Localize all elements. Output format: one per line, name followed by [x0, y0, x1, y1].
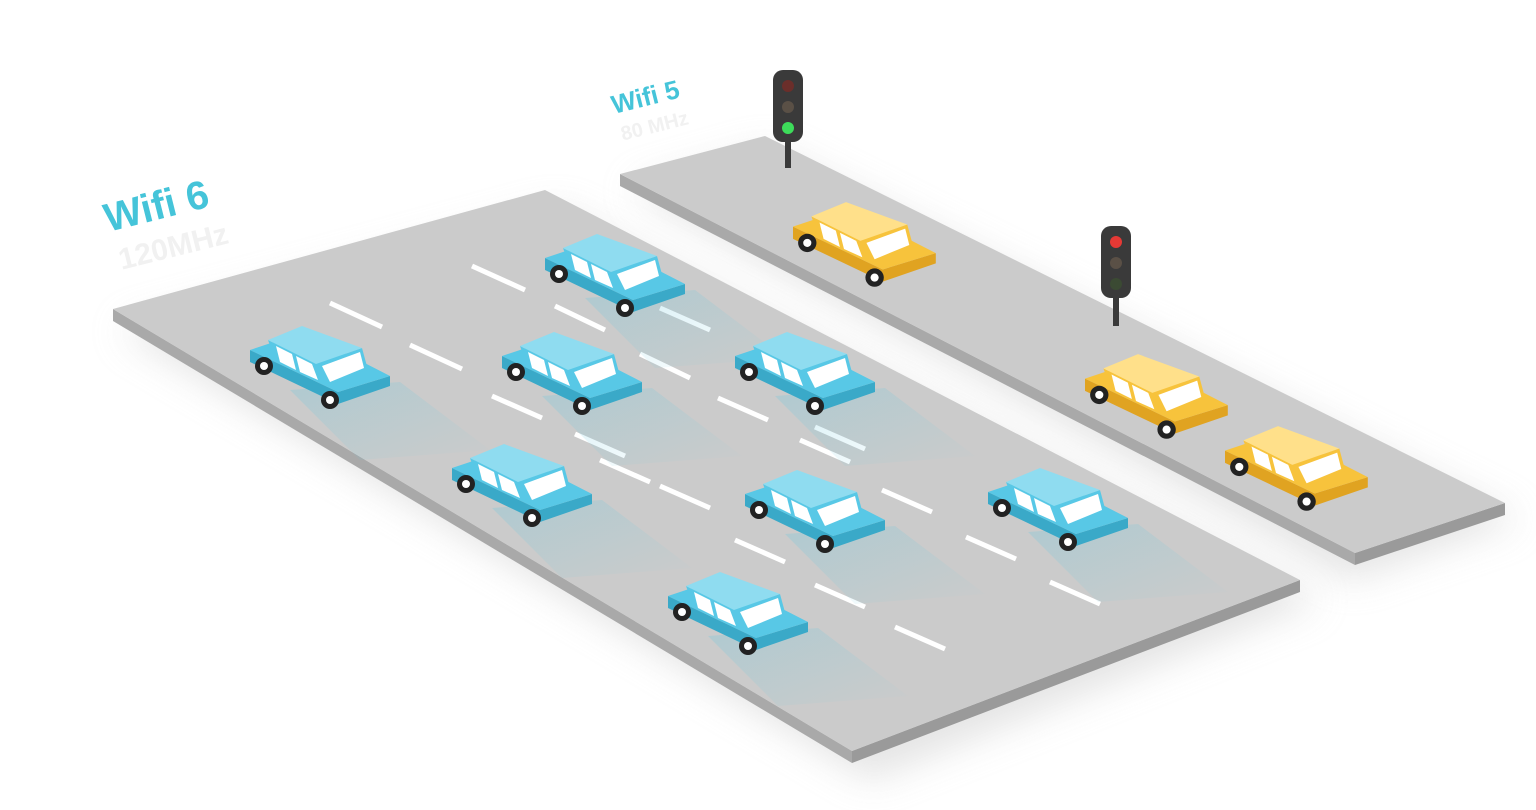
yellow-car-icon	[793, 202, 936, 287]
traffic-light-green-lamp	[1110, 278, 1122, 290]
lane-marking	[658, 483, 712, 511]
lane-marking	[716, 395, 770, 423]
traffic-light-green	[773, 70, 803, 168]
wifi6-road-side-right	[852, 580, 1300, 763]
traffic-light-red	[1101, 226, 1131, 326]
blue-car-icon	[502, 332, 642, 415]
lane-marking	[553, 303, 607, 333]
blue-car-icon	[545, 234, 685, 317]
blue-car-icon	[452, 444, 592, 527]
yellow-car-icon	[1225, 426, 1368, 511]
traffic-light-amber-lamp	[782, 101, 794, 113]
lane-marking	[880, 487, 934, 515]
lane-marking	[490, 393, 544, 421]
lane-marking	[470, 263, 527, 293]
wifi5-label: Wifi 5 80 MHz	[608, 74, 691, 146]
traffic-light-red-lamp	[782, 80, 794, 92]
wifi6-label: Wifi 6 120MHz	[100, 172, 232, 276]
wifi6-road-surface	[113, 190, 1300, 751]
wifi6-road	[113, 190, 1300, 763]
wifi6-road-side-left	[113, 309, 852, 763]
yellow-car-icon	[1085, 354, 1228, 439]
cars	[250, 202, 1368, 655]
blue-car-icon	[735, 332, 875, 415]
traffic-light-red-lamp	[1110, 236, 1122, 248]
blue-car-icon	[668, 572, 808, 655]
traffic-light-amber-lamp	[1110, 257, 1122, 269]
lane-marking	[964, 534, 1018, 562]
wifi5-road-side-left	[620, 174, 1355, 565]
blue-car-icon	[250, 326, 390, 409]
blue-car-icon	[988, 468, 1128, 551]
lane-marking	[328, 300, 384, 330]
lane-marking	[598, 457, 652, 485]
lane-marking	[733, 537, 787, 565]
wifi5-road-side-right	[1355, 503, 1505, 565]
blue-car-icon	[745, 470, 885, 553]
lane-marking	[1048, 579, 1102, 607]
traffic-light-green-lamp	[782, 122, 794, 134]
lane-marking	[893, 624, 947, 652]
lane-marking	[408, 342, 464, 372]
